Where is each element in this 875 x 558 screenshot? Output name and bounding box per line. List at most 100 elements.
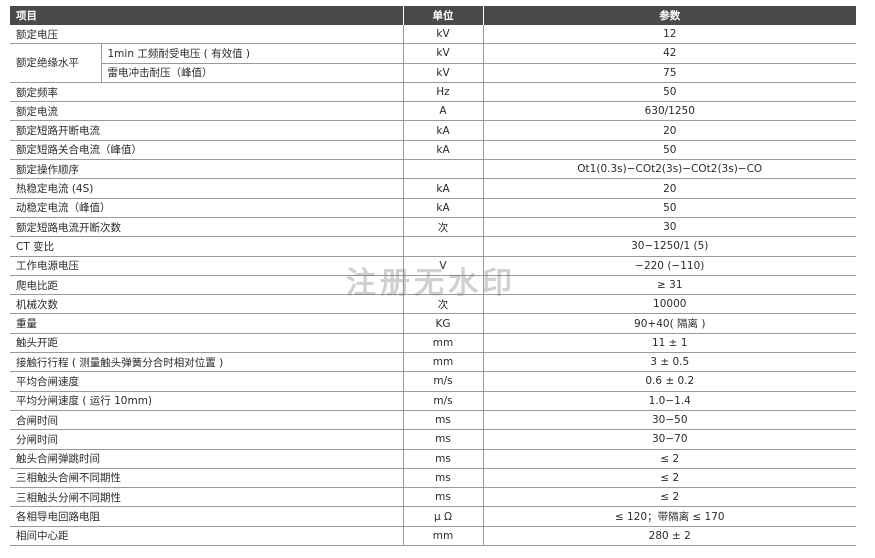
table-row: 额定电压 kV 12 xyxy=(10,25,856,45)
row-value: ≤ 2 xyxy=(483,449,856,469)
row-value: 10000 xyxy=(483,294,856,315)
row-sub-item: 1min 工频耐受电压 ( 有效值 ) xyxy=(101,43,404,64)
row-value: ≤ 120；带隔离 ≤ 170 xyxy=(483,506,856,527)
spec-table: 项目 单位 参数 额定电压 kV 12 额定绝缘水平 1min 工频耐受电压 (… xyxy=(10,6,856,547)
row-value: 20 xyxy=(483,178,856,199)
row-item: 额定电压 xyxy=(10,25,404,45)
table-row: 额定操作顺序 Ot1(0.3s)−COt2(3s)−COt2(3s)−CO xyxy=(10,159,856,180)
row-value: ≤ 2 xyxy=(483,487,856,508)
row-unit: m/s xyxy=(403,371,484,392)
row-unit: kA xyxy=(403,140,484,161)
table-row: 额定绝缘水平 1min 工频耐受电压 ( 有效值 ) kV 42 xyxy=(10,43,856,83)
row-value: 50 xyxy=(483,140,856,161)
row-item: 平均合闸速度 xyxy=(10,371,404,392)
row-value: 50 xyxy=(483,198,856,218)
row-unit: kA xyxy=(403,120,484,141)
row-value: 630/1250 xyxy=(483,101,856,122)
row-value: 30−50 xyxy=(483,410,856,431)
row-unit: ms xyxy=(403,468,484,489)
row-unit: kV xyxy=(403,63,484,83)
row-unit: A xyxy=(403,101,484,122)
row-unit: μ Ω xyxy=(403,506,484,527)
row-unit: V xyxy=(403,256,484,276)
header-item: 项目 xyxy=(10,6,404,25)
row-unit: mm xyxy=(403,352,484,373)
row-group-item: 额定绝缘水平 xyxy=(10,43,102,83)
row-unit: ms xyxy=(403,487,484,508)
row-item: 触头开距 xyxy=(10,333,404,354)
row-value: 42 xyxy=(483,43,856,64)
row-item: 三相触头分闸不同期性 xyxy=(10,487,404,508)
row-item: 爬电比距 xyxy=(10,275,404,296)
row-unit: Hz xyxy=(403,82,484,103)
row-item: 分闸时间 xyxy=(10,429,404,450)
row-item: 额定操作顺序 xyxy=(10,159,404,180)
table-row: 雷电冲击耐压（峰值） kV 75 xyxy=(10,63,856,83)
row-value: 0.6 ± 0.2 xyxy=(483,371,856,392)
row-item: 额定短路关合电流（峰值） xyxy=(10,140,404,161)
row-item: 接触行行程 ( 测量触头弹簧分合时相对位置 ) xyxy=(10,352,404,373)
row-item: 额定电流 xyxy=(10,101,404,122)
row-item: 相间中心距 xyxy=(10,526,404,547)
row-unit: kV xyxy=(403,43,484,64)
row-value: 90+40( 隔离 ) xyxy=(483,313,856,334)
row-unit xyxy=(403,236,484,257)
row-unit: ms xyxy=(403,449,484,469)
watermark-text: 注册无水印 xyxy=(346,266,516,301)
row-item: CT 变比 xyxy=(10,236,404,257)
row-unit: ms xyxy=(403,410,484,431)
row-item: 三相触头合闸不同期性 xyxy=(10,468,404,489)
row-item: 额定短路电流开断次数 xyxy=(10,217,404,238)
row-unit: 次 xyxy=(403,217,484,238)
row-value: 30−1250/1 (5) xyxy=(483,236,856,257)
row-item: 触头合闸弹跳时间 xyxy=(10,449,404,469)
header-unit: 单位 xyxy=(403,6,484,25)
row-item: 合闸时间 xyxy=(10,410,404,431)
row-value: 280 ± 2 xyxy=(483,526,856,547)
row-item: 平均分闸速度 ( 运行 10mm) xyxy=(10,391,404,411)
row-item: 额定频率 xyxy=(10,82,404,103)
row-unit: m/s xyxy=(403,391,484,411)
row-item: 工作电源电压 xyxy=(10,256,404,276)
row-sub-item: 雷电冲击耐压（峰值） xyxy=(101,63,404,83)
row-unit: 次 xyxy=(403,294,484,315)
row-value: ≤ 2 xyxy=(483,468,856,489)
row-value: 50 xyxy=(483,82,856,103)
row-unit: mm xyxy=(403,526,484,547)
row-value: Ot1(0.3s)−COt2(3s)−COt2(3s)−CO xyxy=(483,159,856,180)
row-value: ≥ 31 xyxy=(483,275,856,296)
row-unit: kA xyxy=(403,198,484,218)
row-value: −220 (−110) xyxy=(483,256,856,276)
table-row: CT 变比 30−1250/1 (5) xyxy=(10,236,856,257)
row-item: 重量 xyxy=(10,313,404,334)
row-unit: mm xyxy=(403,333,484,354)
row-item: 额定短路开断电流 xyxy=(10,120,404,141)
row-value: 1.0−1.4 xyxy=(483,391,856,411)
row-unit: kV xyxy=(403,25,484,45)
row-value: 20 xyxy=(483,120,856,141)
row-value: 75 xyxy=(483,63,856,83)
row-unit xyxy=(403,159,484,180)
header-param: 参数 xyxy=(483,6,856,25)
row-value: 30 xyxy=(483,217,856,238)
